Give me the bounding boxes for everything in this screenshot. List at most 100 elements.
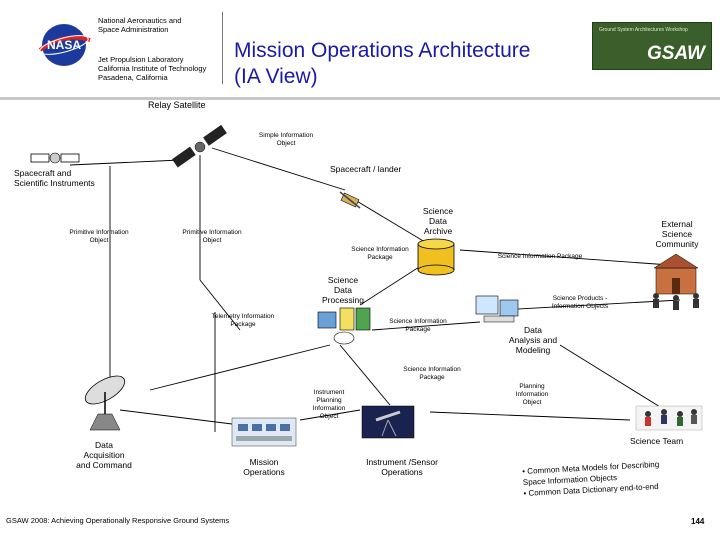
simple-info-line-2: Object [276, 140, 296, 147]
spacecraft-instruments-label: Spacecraft and Scientific Instruments [14, 168, 95, 188]
instrument-planning-line-4: Object [319, 413, 339, 420]
spacecraft-lander-label: Spacecraft / lander [330, 164, 402, 174]
spacecraft-instruments-line-2: Scientific Instruments [14, 178, 95, 188]
acquisition-line-1: Data [95, 440, 113, 450]
science-products-label: Science Products - Information Objects [544, 295, 616, 311]
org-line-2: Space Administration [98, 25, 169, 34]
science-processing-label: Science Data Processing [314, 275, 372, 305]
spacecraft-instruments-line-1: Spacecraft and [14, 168, 72, 178]
link-mission-instrument [299, 409, 361, 421]
archive-cylinder-icon [417, 238, 455, 276]
title-line-2: (IA View) [234, 65, 318, 88]
link-lander-archive [354, 199, 431, 246]
relay-satellite-label: Relay Satellite [148, 100, 206, 110]
link-analysis-team [559, 344, 666, 411]
spacecraft-icon [30, 152, 80, 164]
instrument-ops-line-2: Operations [381, 467, 423, 477]
archive-line-1: Science [422, 206, 454, 216]
lab-name: Jet Propulsion Laboratory California Ins… [98, 55, 206, 82]
primitive-left-line-2: Object [89, 237, 109, 244]
archive-line-3: Archive [423, 226, 453, 236]
primitive-mid-line-2: Object [202, 237, 222, 244]
lab-line-1: Jet Propulsion Laboratory [98, 55, 184, 64]
title-line-1: Mission Operations Architecture [234, 39, 531, 62]
sip-processing-label: Science Information Package [378, 318, 458, 334]
planning-info-line-3: Object [522, 399, 542, 406]
lander-icon [339, 191, 361, 209]
nasa-logo: NASA [38, 24, 91, 66]
telescope-icon [361, 405, 415, 439]
university-building-icon [653, 253, 699, 295]
footer-text: GSAW 2008: Achieving Operationally Respo… [6, 516, 230, 525]
org-line-1: National Aeronautics and [98, 16, 182, 25]
sip-archive-line-1: Science Information [351, 246, 409, 253]
analysis-workstation-icon [475, 295, 519, 323]
sip-archive-line-2: Package [367, 254, 393, 261]
header-divider [222, 12, 223, 84]
simple-info-object-label: Simple Information Object [246, 132, 326, 148]
science-archive-label: Science Data Archive [418, 206, 458, 236]
instrument-planning-line-1: Instrument [313, 389, 345, 396]
gsaw-logo-subtext: Ground System Architectures Workshop [599, 27, 688, 33]
science-products-line-1: Science Products - [552, 295, 608, 302]
sip-team-line-2: Package [419, 374, 445, 381]
nasa-logo-text: NASA [47, 38, 81, 52]
external-people-icon [653, 293, 699, 310]
processing-line-2: Data [334, 285, 352, 295]
page-number: 144 [691, 517, 705, 526]
primitive-mid-line-1: Primitive Information [182, 229, 242, 236]
gsaw-logo-text: GSAW [646, 43, 705, 64]
telemetry-package-label: Telemetry Information Package [202, 313, 284, 329]
link-processing-analysis [371, 321, 481, 331]
instrument-planning-line-2: Planning [316, 397, 342, 404]
science-products-line-2: Information Objects [551, 303, 609, 310]
sip-archive-label: Science Information Package [340, 246, 420, 262]
sip-team-line-1: Science Information [403, 366, 461, 373]
planning-info-label: Planning Information Object [506, 383, 558, 407]
satellite-dish-icon [84, 375, 126, 431]
data-acquisition-label: Data Acquisition and Command [64, 440, 144, 470]
analysis-line-3: Modeling [515, 345, 551, 355]
acquisition-line-3: and Command [76, 460, 132, 470]
mission-ops-room-icon [231, 417, 297, 447]
external-line-3: Community [655, 239, 699, 249]
org-name: National Aeronautics and Space Administr… [98, 16, 181, 34]
gsaw-logo: Ground System Architectures Workshop GSA… [592, 22, 712, 70]
external-line-2: Science [661, 229, 693, 239]
mission-ops-line-1: Mission [249, 457, 279, 467]
header-band [0, 97, 720, 100]
processing-computer-icon [317, 307, 371, 345]
data-analysis-label: Data Analysis and Modeling [496, 325, 570, 355]
link-team-instrument [429, 411, 631, 421]
telemetry-line-1: Telemetry Information [211, 313, 275, 320]
science-team-label: Science Team [630, 436, 684, 446]
link-external-analysis [499, 299, 681, 311]
relay-satellite-icon [171, 124, 227, 168]
mission-ops-line-2: Operations [243, 467, 285, 477]
analysis-line-1: Data [524, 325, 542, 335]
link-relay-telemetry [199, 279, 241, 331]
instrument-ops-line-1: Instrument /Sensor [366, 457, 438, 467]
slide-header: NASA National Aeronautics and Space Admi… [0, 0, 720, 100]
link-dish-mission [119, 409, 241, 426]
primitive-info-left-label: Primitive Information Object [60, 229, 138, 245]
processing-line-3: Processing [321, 295, 365, 305]
sip-processing-line-2: Package [405, 326, 431, 333]
primitive-left-line-1: Primitive Information [69, 229, 129, 236]
planning-info-line-1: Planning [519, 383, 545, 390]
lab-line-2: California Institute of Technology [98, 64, 207, 73]
primitive-info-mid-label: Primitive Information Object [172, 229, 252, 245]
acquisition-line-2: Acquisition [83, 450, 125, 460]
archive-line-2: Data [429, 216, 447, 226]
instrument-planning-line-3: Information [312, 405, 346, 412]
link-archive-external [459, 249, 671, 266]
external-line-1: External [661, 219, 693, 229]
link-dish-processing [149, 344, 331, 391]
link-relay-lander [211, 147, 346, 191]
slide-title: Mission Operations Architecture (IA View… [234, 38, 530, 90]
external-community-label: External Science Community [646, 219, 708, 249]
analysis-line-2: Analysis and [508, 335, 558, 345]
sip-processing-line-1: Science Information [389, 318, 447, 325]
sip-external-label: Science Information Package [497, 253, 583, 260]
